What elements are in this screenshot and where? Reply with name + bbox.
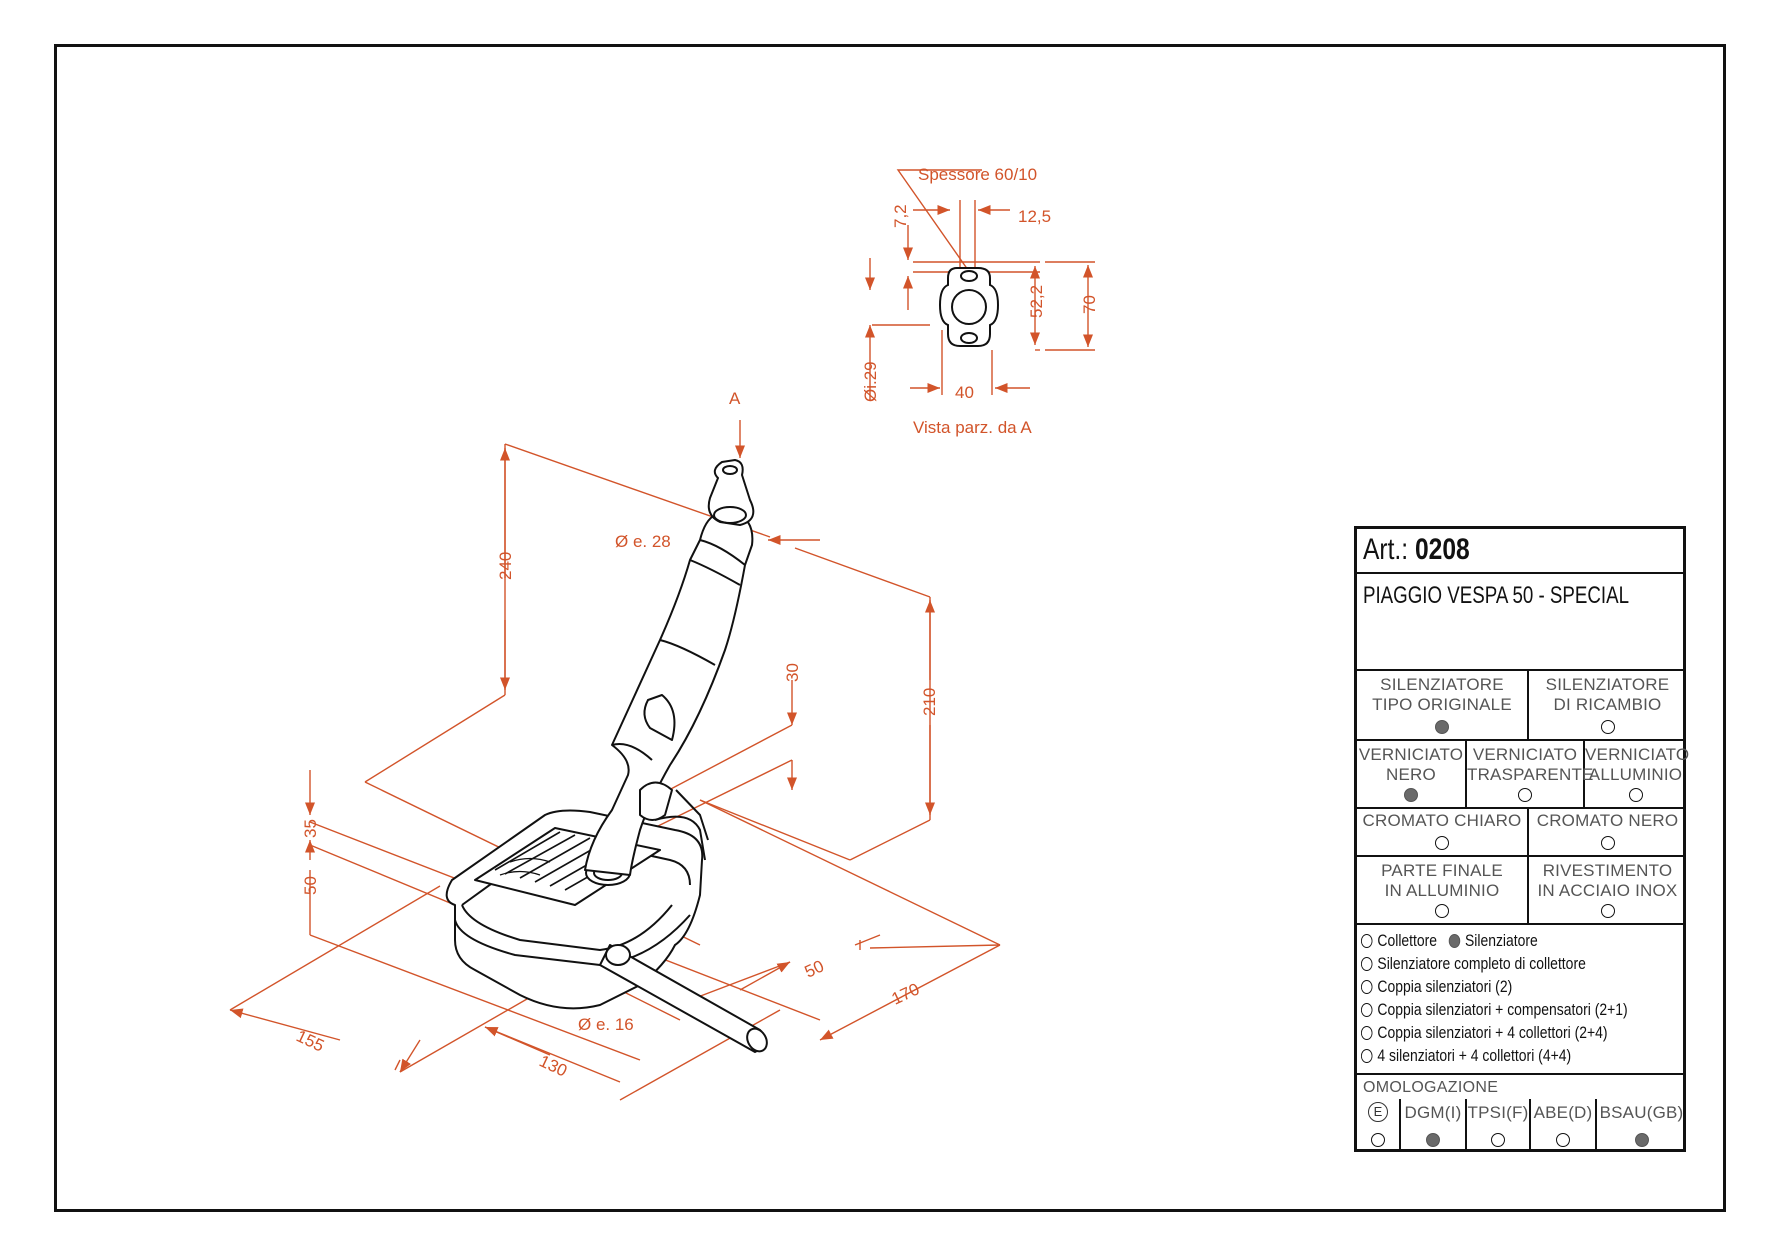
- thickness-label: Spessore 60/10: [918, 165, 1037, 184]
- dim-inlet-diameter: Ø e. 28: [615, 532, 671, 551]
- view-arrow-a: A: [729, 389, 741, 408]
- radio-empty-icon: [1600, 720, 1615, 734]
- radio-empty-icon: [1600, 836, 1615, 850]
- radio-empty-icon: [1556, 1133, 1570, 1147]
- radio-selected-icon: [1435, 720, 1449, 734]
- dim-240: 240: [496, 552, 515, 580]
- option-rivestimento-inox[interactable]: RIVESTIMENTO IN ACCIAIO INOX: [1529, 857, 1686, 923]
- option-completo[interactable]: Silenziatore completo di collettore: [1361, 954, 1586, 974]
- dim-155: 155: [293, 1026, 327, 1055]
- cromato-row: CROMATO CHIARO CROMATO NERO: [1357, 809, 1683, 857]
- option-ricambio[interactable]: SILENZIATORE DI RICAMBIO: [1529, 671, 1686, 739]
- radio-selected-icon: [1404, 788, 1418, 802]
- radio-empty-icon: [1361, 934, 1373, 948]
- omologazione-grid: E DGM(I) TPSI(F) ABE(D) BSAU(GB): [1357, 1099, 1683, 1152]
- article-row: Art.: 0208: [1357, 529, 1683, 574]
- dim-40: 40: [955, 383, 974, 402]
- dim-50-left: 50: [301, 876, 320, 895]
- dim-12-5: 12,5: [1018, 207, 1051, 226]
- option-cromato-chiaro[interactable]: CROMATO CHIARO: [1357, 809, 1529, 855]
- dim-70: 70: [1080, 295, 1099, 314]
- option-coppia[interactable]: Coppia silenziatori (2): [1361, 977, 1512, 997]
- option-collettore-silenziatore[interactable]: Collettore Silenziatore: [1361, 931, 1538, 951]
- configuration-options: Collettore Silenziatore Silenziatore com…: [1357, 925, 1683, 1075]
- omologazione-row: OMOLOGAZIONE E DGM(I) TPSI(F) ABE(D) BSA…: [1357, 1075, 1683, 1152]
- option-verniciato-trasparente[interactable]: VERNICIATO TRASPARENTE: [1467, 741, 1593, 807]
- radio-empty-icon: [1361, 957, 1373, 971]
- dim-130: 130: [536, 1051, 570, 1080]
- muffler-drawing: [229, 420, 1001, 1101]
- dim-170: 170: [889, 979, 923, 1008]
- option-parte-finale-alluminio[interactable]: PARTE FINALE IN ALLUMINIO: [1357, 857, 1529, 923]
- option-coppia-collettori[interactable]: Coppia silenziatori + 4 collettori (2+4): [1361, 1023, 1608, 1043]
- homologation-dgm[interactable]: DGM(I): [1401, 1099, 1467, 1152]
- title-block: Art.: 0208 PIAGGIO VESPA 50 - SPECIAL SI…: [1354, 526, 1689, 1152]
- dim-52-2: 52,2: [1027, 285, 1046, 318]
- radio-selected-icon: [1448, 934, 1461, 948]
- radio-empty-icon: [1628, 788, 1643, 802]
- radio-empty-icon: [1361, 1049, 1373, 1063]
- radio-empty-icon: [1491, 1133, 1505, 1147]
- radio-empty-icon: [1361, 980, 1373, 994]
- dim-210: 210: [920, 688, 939, 716]
- drawing-border: [54, 44, 1726, 1212]
- silenziatore-row: SILENZIATORE TIPO ORIGINALE SILENZIATORE…: [1357, 671, 1683, 741]
- omologazione-title: OMOLOGAZIONE: [1363, 1079, 1499, 1096]
- homologation-tpsi[interactable]: TPSI(F): [1467, 1099, 1531, 1152]
- option-quattro[interactable]: 4 silenziatori + 4 collettori (4+4): [1361, 1046, 1571, 1066]
- homologation-e[interactable]: E: [1357, 1099, 1401, 1152]
- radio-empty-icon: [1361, 1003, 1373, 1017]
- verniciato-row: VERNICIATO NERO VERNICIATO TRASPARENTE V…: [1357, 741, 1689, 809]
- option-verniciato-alluminio[interactable]: VERNICIATO ALLUMINIO: [1585, 741, 1689, 807]
- finitura-row: PARTE FINALE IN ALLUMINIO RIVESTIMENTO I…: [1357, 857, 1683, 925]
- article-number: Art.: 0208: [1363, 533, 1470, 566]
- option-cromato-nero[interactable]: CROMATO NERO: [1529, 809, 1686, 855]
- radio-selected-icon: [1634, 1133, 1649, 1147]
- dim-30: 30: [783, 663, 802, 682]
- radio-empty-icon: [1435, 904, 1449, 918]
- option-verniciato-nero[interactable]: VERNICIATO NERO: [1357, 741, 1467, 807]
- homologation-abe[interactable]: ABE(D): [1531, 1099, 1597, 1152]
- flange-view: [864, 169, 1095, 400]
- dim-7-2: 7,2: [891, 204, 910, 228]
- radio-empty-icon: [1361, 1026, 1373, 1040]
- model-row: PIAGGIO VESPA 50 - SPECIAL: [1357, 574, 1683, 671]
- radio-selected-icon: [1426, 1133, 1440, 1147]
- option-tipo-originale[interactable]: SILENZIATORE TIPO ORIGINALE: [1357, 671, 1529, 739]
- dim-50-right: 50: [802, 956, 827, 981]
- dim-outlet-diameter: Ø e. 16: [578, 1015, 634, 1034]
- radio-empty-icon: [1600, 904, 1615, 918]
- homologation-bsau[interactable]: BSAU(GB): [1597, 1099, 1686, 1152]
- radio-empty-icon: [1518, 788, 1532, 802]
- radio-empty-icon: [1435, 836, 1449, 850]
- e-mark-icon: E: [1368, 1102, 1388, 1122]
- dim-inner-29: Øi.29: [861, 361, 880, 402]
- view-caption: Vista parz. da A: [913, 418, 1032, 437]
- option-coppia-compensatori[interactable]: Coppia silenziatori + compensatori (2+1): [1361, 1000, 1628, 1020]
- dim-35: 35: [301, 819, 320, 838]
- model-name: PIAGGIO VESPA 50 - SPECIAL: [1363, 582, 1630, 609]
- radio-empty-icon: [1371, 1133, 1385, 1147]
